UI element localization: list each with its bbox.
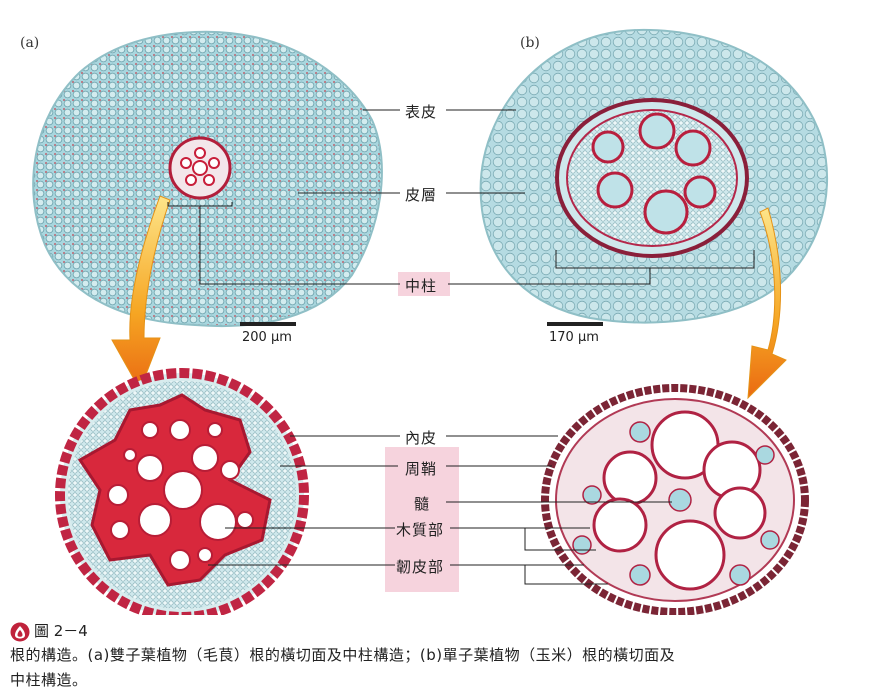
figure-caption: 圖 2－4 根的構造。(a)雙子葉植物（毛茛）根的橫切面及中柱構造；(b)單子葉… bbox=[10, 620, 860, 693]
scale-bar-b bbox=[547, 322, 603, 326]
label-epidermis: 表皮 bbox=[405, 103, 438, 121]
label-pith: 髓 bbox=[414, 495, 431, 513]
caption-line-2: 中柱構造。 bbox=[10, 671, 88, 689]
leader-lines bbox=[167, 109, 755, 585]
scale-label-a: 200 µm bbox=[242, 330, 292, 345]
caption-line-1: 根的構造。(a)雙子葉植物（毛茛）根的橫切面及中柱構造；(b)單子葉植物（玉米）… bbox=[10, 646, 676, 664]
scale-label-b: 170 µm bbox=[549, 330, 599, 345]
monocot-root-section bbox=[479, 28, 829, 324]
zoom-arrow-b bbox=[747, 207, 787, 400]
stele-label-box bbox=[398, 272, 450, 296]
label-xylem: 木質部 bbox=[396, 521, 445, 539]
caption-text: 根的構造。(a)雙子葉植物（毛茛）根的橫切面及中柱構造；(b)單子葉植物（玉米）… bbox=[10, 643, 860, 693]
label-stele: 中柱 bbox=[405, 277, 438, 295]
label-endodermis: 內皮 bbox=[405, 429, 438, 447]
monocot-stele-enlarged bbox=[541, 384, 809, 615]
panel-tag-a: (a) bbox=[20, 35, 40, 51]
label-cortex: 皮層 bbox=[405, 186, 438, 204]
label-phloem: 韌皮部 bbox=[396, 558, 445, 576]
scale-bar-a bbox=[240, 322, 296, 326]
figure-number: 圖 2－4 bbox=[34, 622, 88, 640]
dicot-stele-enlarged bbox=[55, 368, 309, 615]
lower-label-box bbox=[385, 447, 459, 592]
dicot-root-section bbox=[32, 30, 383, 328]
figure-marker-icon bbox=[10, 622, 30, 642]
root-cross-section-figure bbox=[32, 28, 829, 615]
panel-tag-b: (b) bbox=[520, 35, 540, 51]
label-pericycle: 周鞘 bbox=[405, 460, 438, 478]
